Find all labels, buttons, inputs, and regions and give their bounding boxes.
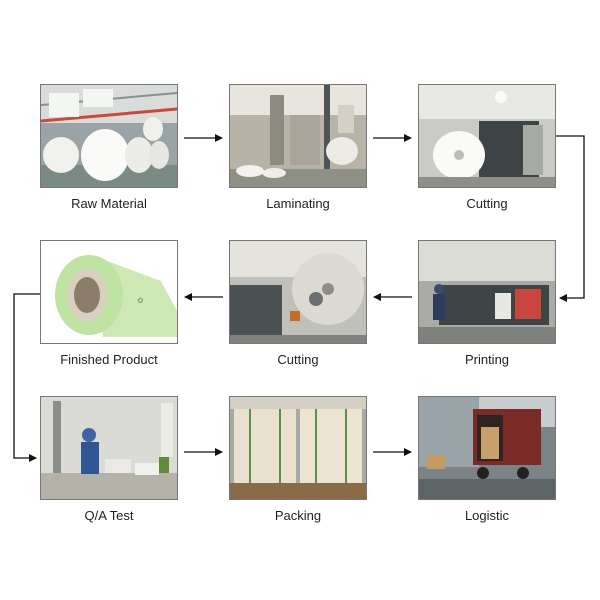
packing-photo [229, 396, 367, 500]
step-label: Printing [464, 352, 510, 367]
step-packing: Packing [229, 396, 367, 523]
step-label: Packing [274, 508, 322, 523]
step-cutting-1: Cutting [418, 84, 556, 211]
step-logistic: Logistic [418, 396, 556, 523]
finished-product-photo: ✿ [40, 240, 178, 344]
printing-photo [418, 240, 556, 344]
arrow-cutting-to-printing [556, 135, 585, 302]
step-label: Raw Material [71, 196, 147, 211]
svg-text:✿: ✿ [137, 296, 144, 305]
step-qa-test: Q/A Test [40, 396, 178, 523]
step-raw-material: Raw Material [40, 84, 178, 211]
logistic-photo [418, 396, 556, 500]
step-laminating: Laminating [229, 84, 367, 211]
step-finished-product: ✿ Finished Product [40, 240, 178, 367]
step-label: Cutting [277, 352, 319, 367]
step-label: Cutting [466, 196, 508, 211]
cutting-2-photo [229, 240, 367, 344]
qa-test-photo [40, 396, 178, 500]
laminating-photo [229, 84, 367, 188]
raw-material-photo [40, 84, 178, 188]
step-printing: Printing [418, 240, 556, 367]
step-label: Logistic [464, 508, 510, 523]
step-label: Q/A Test [84, 508, 134, 523]
cutting-1-photo [418, 84, 556, 188]
step-cutting-2: Cutting [229, 240, 367, 367]
arrow-finished-to-qa [13, 293, 40, 462]
step-label: Finished Product [60, 352, 158, 367]
step-label: Laminating [266, 196, 330, 211]
